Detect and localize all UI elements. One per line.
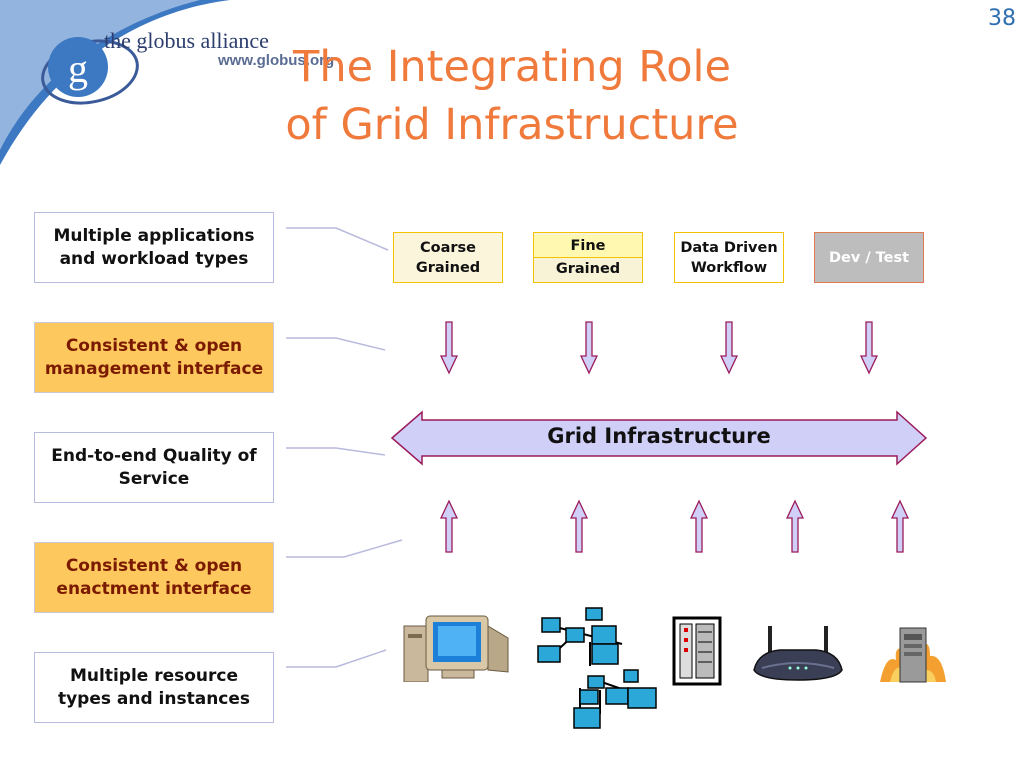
firewall-server-icon — [880, 627, 946, 683]
grid-infrastructure-label: Grid Infrastructure — [547, 424, 771, 448]
svg-text:g: g — [68, 46, 88, 91]
grid-infrastructure-arrow — [390, 410, 928, 466]
header-swoosh — [0, 0, 230, 165]
box-multiple-resources: Multiple resource types and instances — [34, 652, 274, 723]
desktop-computer-icon — [403, 615, 509, 682]
wireless-router-icon — [753, 626, 843, 681]
app-fine-label-1: Fine — [534, 235, 642, 258]
globus-logo-icon: g — [41, 37, 139, 105]
networked-computers-icon — [537, 607, 657, 729]
up-arrow-3 — [689, 499, 709, 553]
logo-url: www.globus.org — [218, 52, 335, 69]
app-fine-label-2: Grained — [555, 261, 621, 277]
app-data-driven-workflow: Data Driven Workflow — [674, 232, 784, 283]
box-quality-of-service: End-to-end Quality of Service — [34, 432, 274, 503]
box-management-interface: Consistent & open management interface — [34, 322, 274, 393]
down-arrow-1 — [439, 321, 459, 375]
up-arrow-1 — [439, 499, 459, 553]
down-arrow-4 — [859, 321, 879, 375]
up-arrow-5 — [890, 499, 910, 553]
server-rack-icon — [672, 616, 722, 686]
slide-title: The Integrating Role of Grid Infrastruct… — [0, 38, 1024, 154]
down-arrow-2 — [579, 321, 599, 375]
up-arrow-2 — [569, 499, 589, 553]
app-coarse-grained: Coarse Grained — [393, 232, 503, 283]
slide-number: 38 — [988, 6, 1016, 31]
title-line-2: of Grid Infrastructure — [285, 100, 739, 150]
app-fine-grained: Fine Grained — [533, 232, 643, 283]
logo-name: the globus alliance — [104, 28, 269, 53]
down-arrow-3 — [719, 321, 739, 375]
title-line-1: The Integrating Role — [293, 42, 731, 92]
up-arrow-4 — [785, 499, 805, 553]
box-enactment-interface: Consistent & open enactment interface — [34, 542, 274, 613]
box-multiple-applications: Multiple applications and workload types — [34, 212, 274, 283]
app-dev-test: Dev / Test — [814, 232, 924, 283]
